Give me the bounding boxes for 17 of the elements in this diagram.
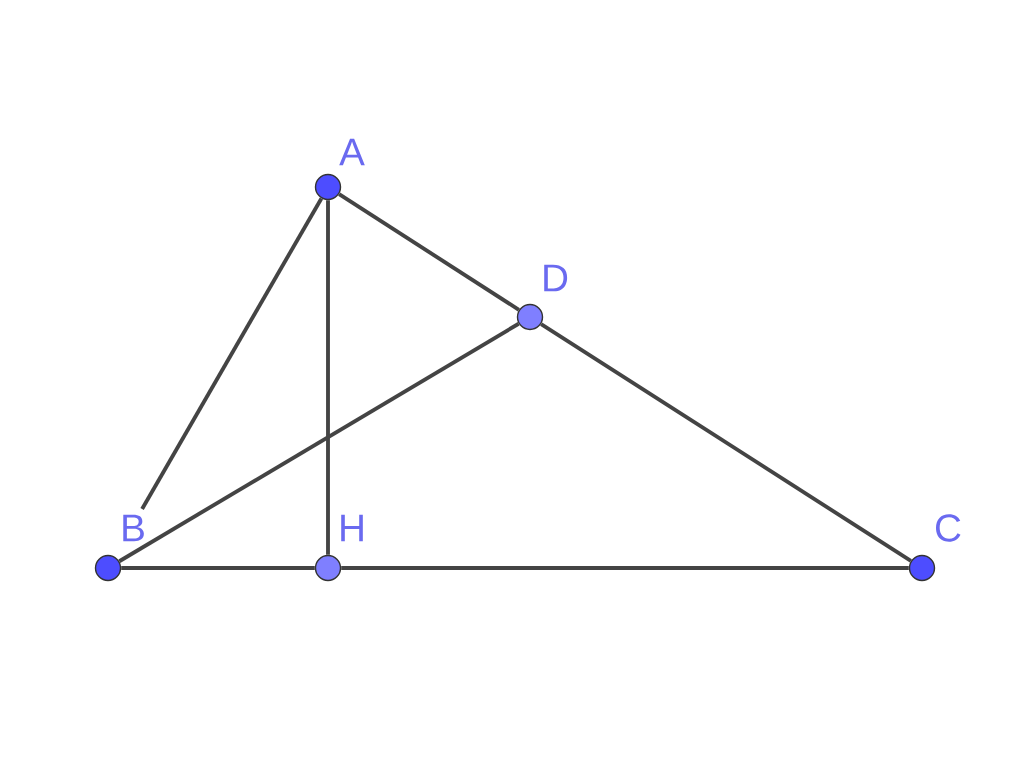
node-label: C — [936, 514, 961, 542]
segment — [121, 566, 315, 570]
node-label: H — [341, 514, 363, 542]
node-label: D — [544, 264, 568, 292]
segment — [540, 322, 912, 563]
segment — [338, 192, 520, 312]
point: A — [314, 138, 365, 201]
node-label: B — [123, 514, 144, 542]
point: B — [94, 514, 144, 582]
point: H — [314, 514, 363, 582]
segment — [140, 197, 324, 510]
segment — [326, 200, 330, 555]
point: C — [908, 514, 961, 582]
segment — [118, 322, 520, 563]
segment — [341, 566, 909, 570]
node-label: A — [339, 138, 365, 166]
point: D — [516, 264, 568, 331]
